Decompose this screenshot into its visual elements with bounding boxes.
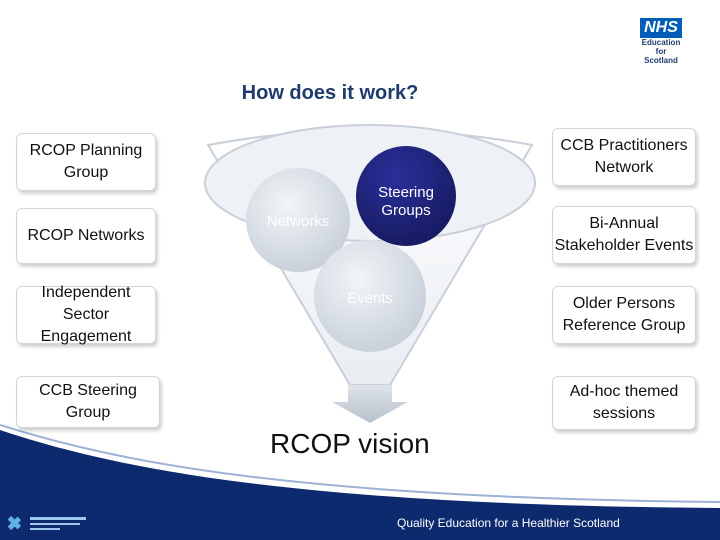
footer-swoosh-highlight bbox=[0, 424, 720, 503]
steering-bubble bbox=[356, 146, 456, 246]
box-ccb-steering-group: CCB Steering Group bbox=[16, 376, 160, 428]
steering-groups-label: Steering Groups bbox=[378, 184, 434, 219]
page-title: How does it work? bbox=[241, 82, 419, 104]
events-label: Events bbox=[347, 290, 393, 307]
box-bi-annual-events: Bi-Annual Stakeholder Events bbox=[552, 206, 696, 264]
partner-logo bbox=[6, 512, 90, 534]
box-rcop-planning-group: RCOP Planning Group bbox=[16, 133, 156, 191]
nhs-logo: NHS Education for Scotland bbox=[628, 18, 694, 65]
logo-line-2: for bbox=[655, 47, 667, 56]
logo-line-1: Education bbox=[641, 38, 681, 47]
box-independent-sector: Independent Sector Engagement bbox=[16, 284, 156, 345]
events-bubble bbox=[314, 240, 426, 352]
networks-label: Networks bbox=[266, 213, 330, 230]
box-ccb-practitioners: CCB Practitioners Network bbox=[552, 128, 696, 186]
rcop-vision-label: RCOP vision bbox=[270, 428, 430, 459]
box-older-persons: Older Persons Reference Group bbox=[552, 286, 696, 344]
box-rcop-networks: RCOP Networks bbox=[16, 208, 156, 264]
logo-line-3: Scotland bbox=[644, 56, 678, 65]
footer-tagline: Quality Education for a Healthier Scotla… bbox=[397, 516, 620, 530]
nhs-logo-mark: NHS bbox=[640, 18, 682, 38]
down-arrow bbox=[332, 385, 408, 423]
networks-bubble bbox=[246, 168, 350, 272]
footer-swoosh bbox=[0, 430, 720, 540]
box-ad-hoc-sessions: Ad-hoc themed sessions bbox=[552, 376, 696, 430]
